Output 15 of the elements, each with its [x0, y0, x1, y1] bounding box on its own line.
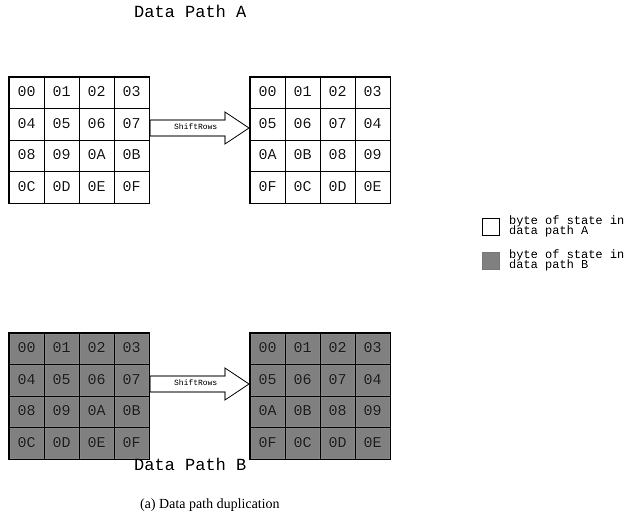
state-grid — [249, 76, 391, 204]
state-grid — [8, 332, 150, 460]
state-grid — [249, 332, 391, 460]
state-grid — [8, 76, 150, 204]
state-byte: 00 — [250, 332, 286, 365]
state-byte: 00 — [8, 76, 44, 109]
edge-label: ShiftRows — [174, 123, 218, 132]
section-heading: Data Path B — [134, 457, 246, 476]
figure-caption: (a) Data path duplication — [140, 497, 280, 513]
section-heading: Data Path A — [134, 4, 246, 23]
legend-text: byte of state in data path A — [509, 216, 626, 236]
state-byte: 00 — [250, 76, 286, 109]
edge-label: ShiftRows — [174, 379, 218, 388]
state-byte: 00 — [8, 332, 44, 365]
legend-text: byte of state in data path B — [509, 250, 626, 270]
